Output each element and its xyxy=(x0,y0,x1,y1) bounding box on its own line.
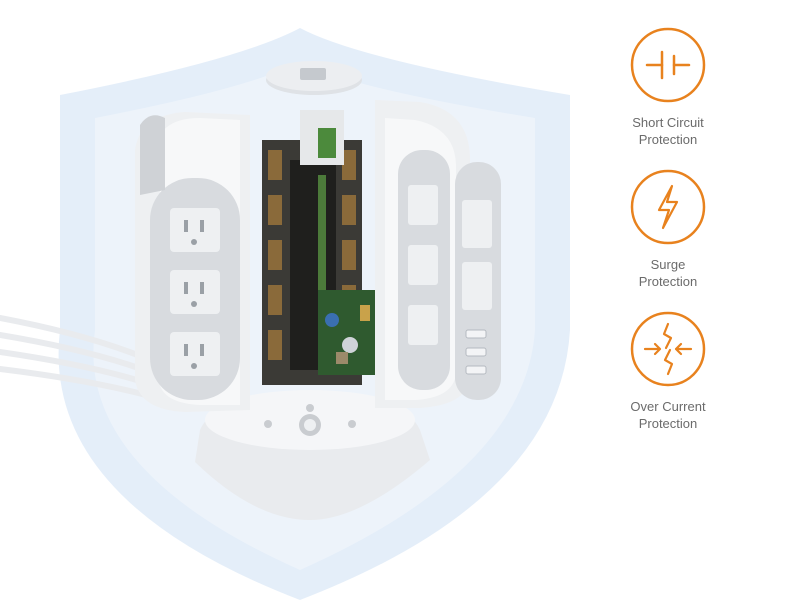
back-left-panel xyxy=(140,115,165,195)
feature-line-1: Surge xyxy=(650,257,686,272)
lightning-icon xyxy=(630,169,706,245)
feature-line-1: Short Circuit xyxy=(632,115,704,130)
feature-short-circuit: Short Circuit Protection xyxy=(600,26,736,148)
right-shell xyxy=(375,100,470,408)
feature-line-2: Protection xyxy=(638,132,698,147)
feature-line-2: Protection xyxy=(638,416,698,431)
over-current-icon xyxy=(630,311,706,387)
feature-surge: Surge Protection xyxy=(600,168,736,290)
tower-base xyxy=(195,390,430,520)
feature-line-2: Protection xyxy=(638,274,698,289)
left-outlet-panel xyxy=(150,178,240,400)
top-cap xyxy=(266,61,362,95)
feature-line-1: Over Current xyxy=(630,399,706,414)
feature-over-current: Over Current Protection xyxy=(600,310,736,432)
short-circuit-icon xyxy=(630,27,706,103)
right-outlet-panel xyxy=(455,162,501,400)
internal-circuit xyxy=(262,110,376,385)
